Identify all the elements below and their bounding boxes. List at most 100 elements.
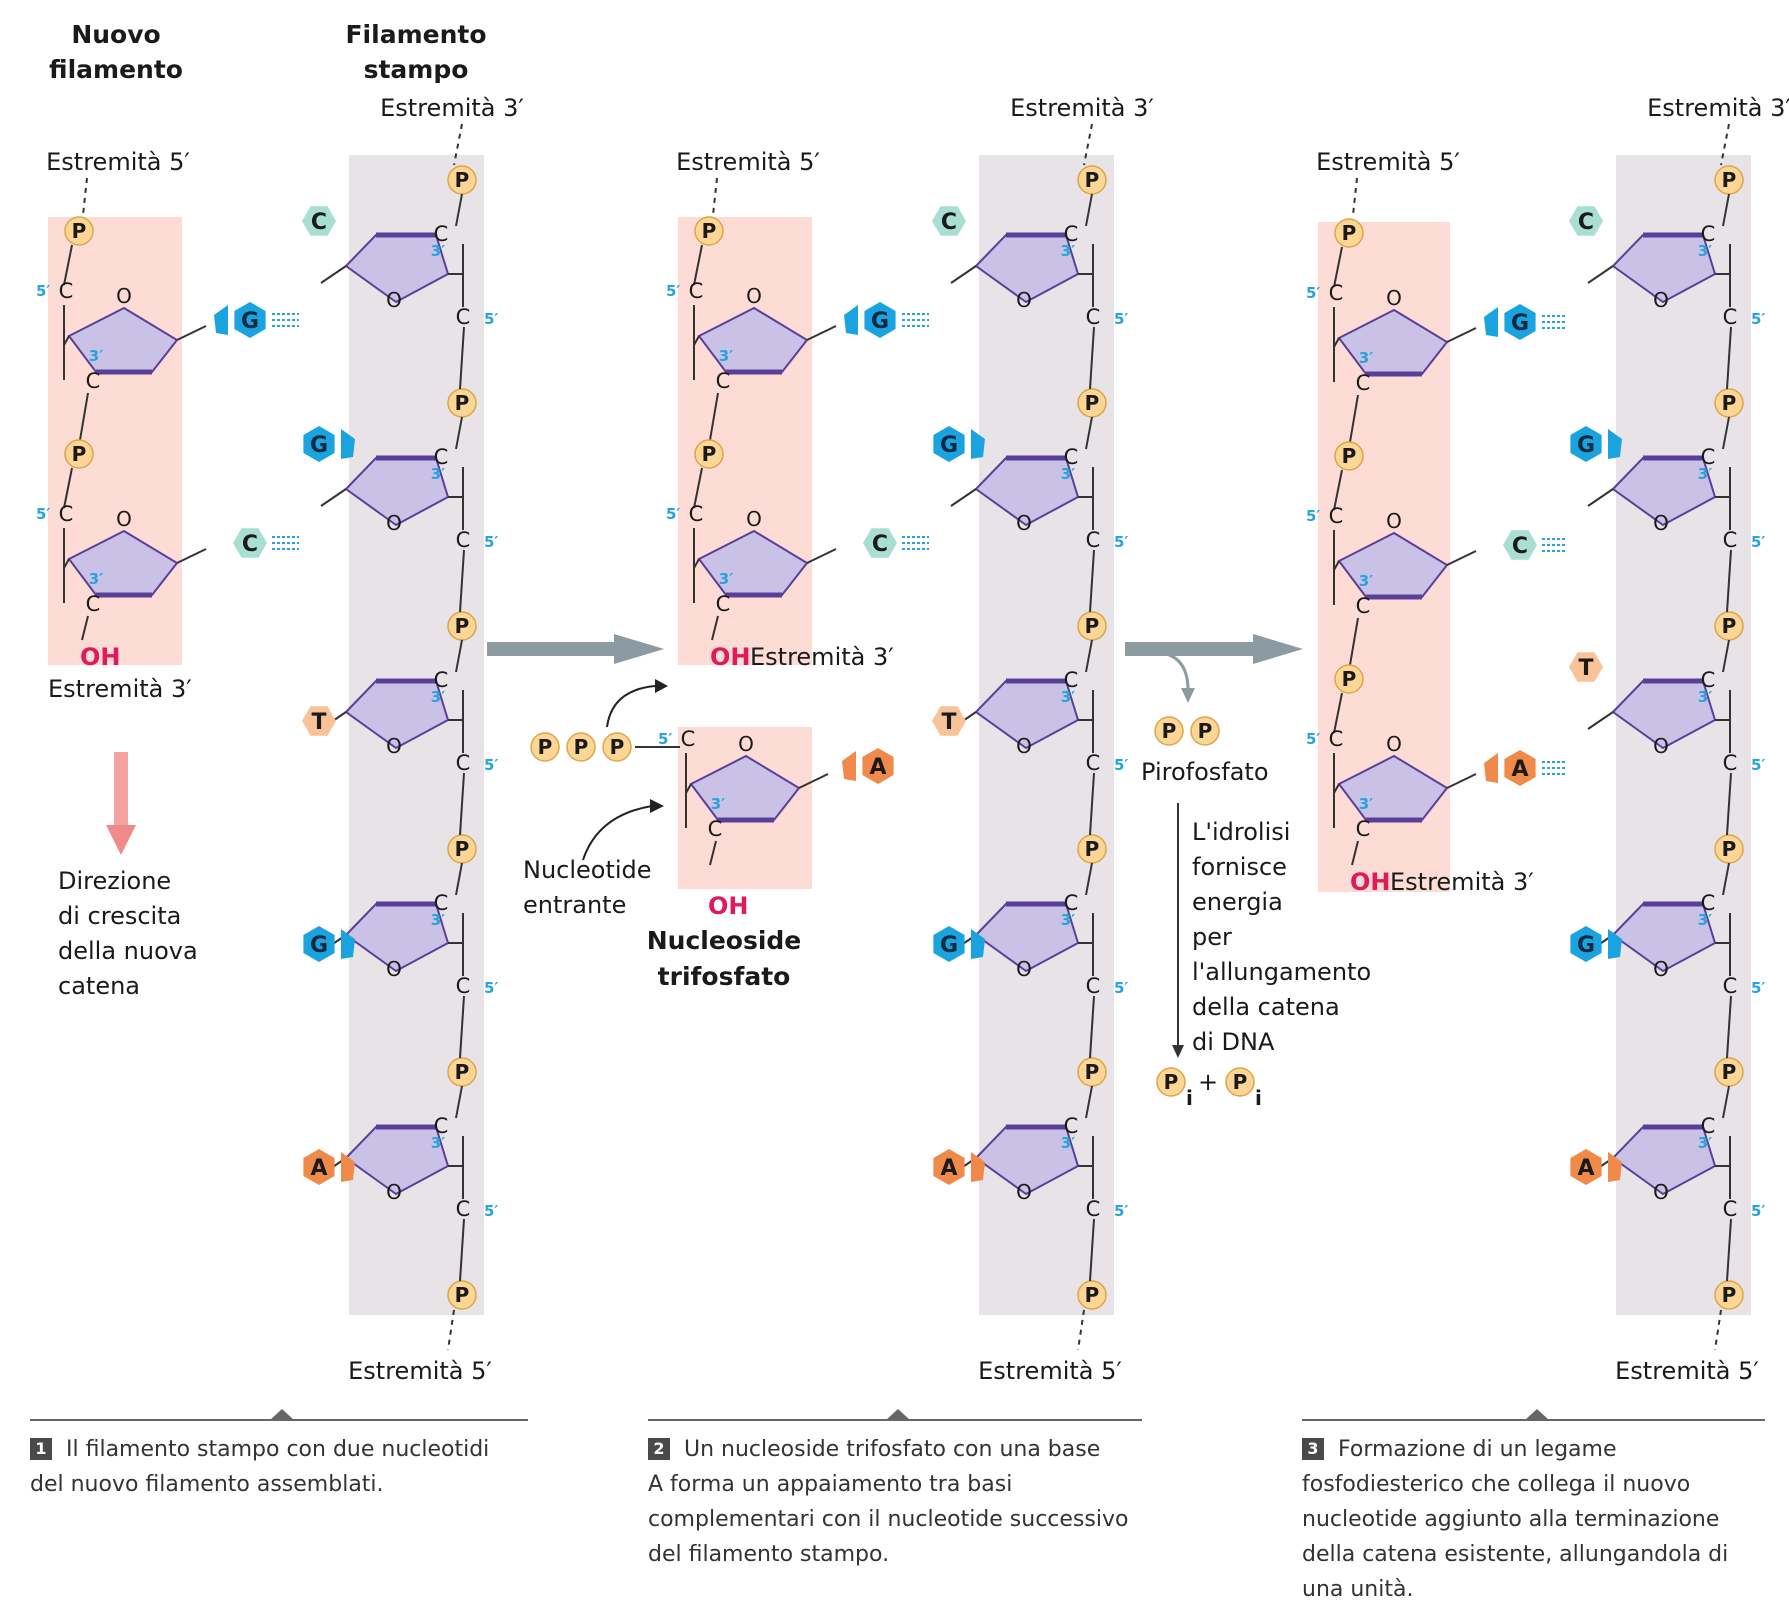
base-ring bbox=[842, 751, 856, 781]
carbon-label: C bbox=[1723, 1197, 1738, 1221]
base-g: G bbox=[1570, 426, 1622, 462]
backbone bbox=[1085, 1085, 1093, 1119]
phosphate-circle bbox=[1156, 1067, 1186, 1097]
oxygen-label: O bbox=[1653, 734, 1669, 758]
phosphate-label: P bbox=[1722, 391, 1737, 415]
sugar-ring bbox=[689, 754, 801, 821]
phosphate: P bbox=[1156, 1067, 1186, 1097]
oh-label: OH bbox=[708, 892, 749, 920]
backbone bbox=[1349, 617, 1359, 666]
carbon-label: C bbox=[434, 891, 449, 915]
prime-5-label: 5′ bbox=[36, 505, 50, 523]
hydrogen-bonds bbox=[1542, 761, 1566, 775]
base-a: A bbox=[933, 1149, 985, 1185]
hydrolysis-label: l'allungamento bbox=[1192, 958, 1371, 986]
base-c: C bbox=[863, 528, 897, 558]
phosphate: P bbox=[1190, 716, 1220, 746]
phosphate-label: P bbox=[455, 391, 470, 415]
phosphate-circle bbox=[1225, 1067, 1255, 1097]
prime-5-label: 5′ bbox=[666, 282, 680, 300]
backbone bbox=[1333, 469, 1343, 511]
bond bbox=[685, 783, 692, 794]
carbon-label: C bbox=[1701, 222, 1716, 246]
base-shape bbox=[1570, 926, 1602, 962]
base-shape bbox=[933, 926, 965, 962]
phosphate-label: P bbox=[1085, 837, 1100, 861]
base-g: G bbox=[933, 926, 985, 962]
carbon-label: C bbox=[1701, 1114, 1716, 1138]
phosphate-label: P bbox=[1342, 444, 1357, 468]
oh-label: OH bbox=[710, 643, 751, 671]
prime-3-label: 3′ bbox=[431, 911, 445, 929]
nucleoside-triphosphate-label: trifosfato bbox=[658, 962, 791, 991]
backbone bbox=[1085, 193, 1093, 227]
phosphate-circle bbox=[602, 732, 632, 762]
glycosidic-bond bbox=[798, 773, 829, 789]
backbone bbox=[1085, 639, 1093, 673]
prime-5-label: 5′ bbox=[1114, 979, 1128, 997]
phosphate-circle bbox=[1077, 1280, 1107, 1310]
backbone bbox=[1726, 549, 1732, 613]
base-shape bbox=[933, 1149, 965, 1185]
prime-3-label: 3′ bbox=[1698, 465, 1712, 483]
base-ring bbox=[1484, 753, 1498, 783]
phosphate-label: P bbox=[538, 735, 553, 759]
phosphate-label: P bbox=[1085, 1060, 1100, 1084]
oxygen-label: O bbox=[1386, 732, 1402, 756]
phosphate-label: P bbox=[455, 1060, 470, 1084]
direction-arrow-shaft bbox=[114, 752, 128, 827]
prime-5-label: 5′ bbox=[1114, 310, 1128, 328]
prime-5-label: 5′ bbox=[666, 505, 680, 523]
base-letter: G bbox=[1511, 311, 1529, 336]
new-strand-heading: Nuovo bbox=[71, 20, 160, 49]
backbone bbox=[1722, 862, 1730, 896]
phosphate: P bbox=[1077, 611, 1107, 641]
carbon-label: C bbox=[1701, 668, 1716, 692]
carbon-label: C bbox=[1064, 668, 1079, 692]
carbon-label: C bbox=[1723, 751, 1738, 775]
phosphate: P bbox=[1714, 611, 1744, 641]
carbon-label: C bbox=[1086, 305, 1101, 329]
backbone bbox=[1726, 1218, 1732, 1282]
carbon-label: C bbox=[716, 369, 731, 393]
backbone bbox=[459, 549, 465, 613]
phosphate-label: P bbox=[72, 442, 87, 466]
base-shape bbox=[303, 426, 335, 462]
oxygen-label: O bbox=[746, 284, 762, 308]
base-g: G bbox=[303, 926, 355, 962]
carbon-label: C bbox=[456, 528, 471, 552]
phosphate-label: P bbox=[1722, 168, 1737, 192]
backbone bbox=[1726, 326, 1732, 390]
oxygen-label: O bbox=[386, 957, 402, 981]
phosphate: P bbox=[447, 1057, 477, 1087]
oxygen-label: O bbox=[1016, 1180, 1032, 1204]
prime-5-label: 5′ bbox=[484, 310, 498, 328]
direction-label: catena bbox=[58, 972, 140, 1000]
curved-arrow-oh-head bbox=[655, 679, 668, 693]
backbone bbox=[81, 615, 89, 641]
phosphate-circle bbox=[1334, 664, 1364, 694]
prime-5-label: 5′ bbox=[658, 730, 672, 748]
step-arrow-2 bbox=[1125, 642, 1255, 656]
phosphate: P bbox=[1154, 716, 1184, 746]
phosphate-label: P bbox=[1164, 1070, 1179, 1094]
dashed-end bbox=[1083, 123, 1093, 166]
prime-5-label: 5′ bbox=[1306, 507, 1320, 525]
backbone bbox=[1726, 772, 1732, 836]
base-shape bbox=[933, 426, 965, 462]
glycosidic-bond bbox=[1587, 265, 1614, 284]
backbone bbox=[455, 862, 463, 896]
plus-sign: + bbox=[1198, 1068, 1218, 1096]
oxygen-label: O bbox=[386, 288, 402, 312]
prime-3-label: 3′ bbox=[1061, 688, 1075, 706]
sugar-ring bbox=[974, 680, 1080, 750]
phosphate-label: P bbox=[1722, 1060, 1737, 1084]
prime-3-label: 3′ bbox=[1698, 1134, 1712, 1152]
prime-5-label: 5′ bbox=[1306, 730, 1320, 748]
new-3-end-label: Estremità 3′ bbox=[750, 643, 894, 671]
